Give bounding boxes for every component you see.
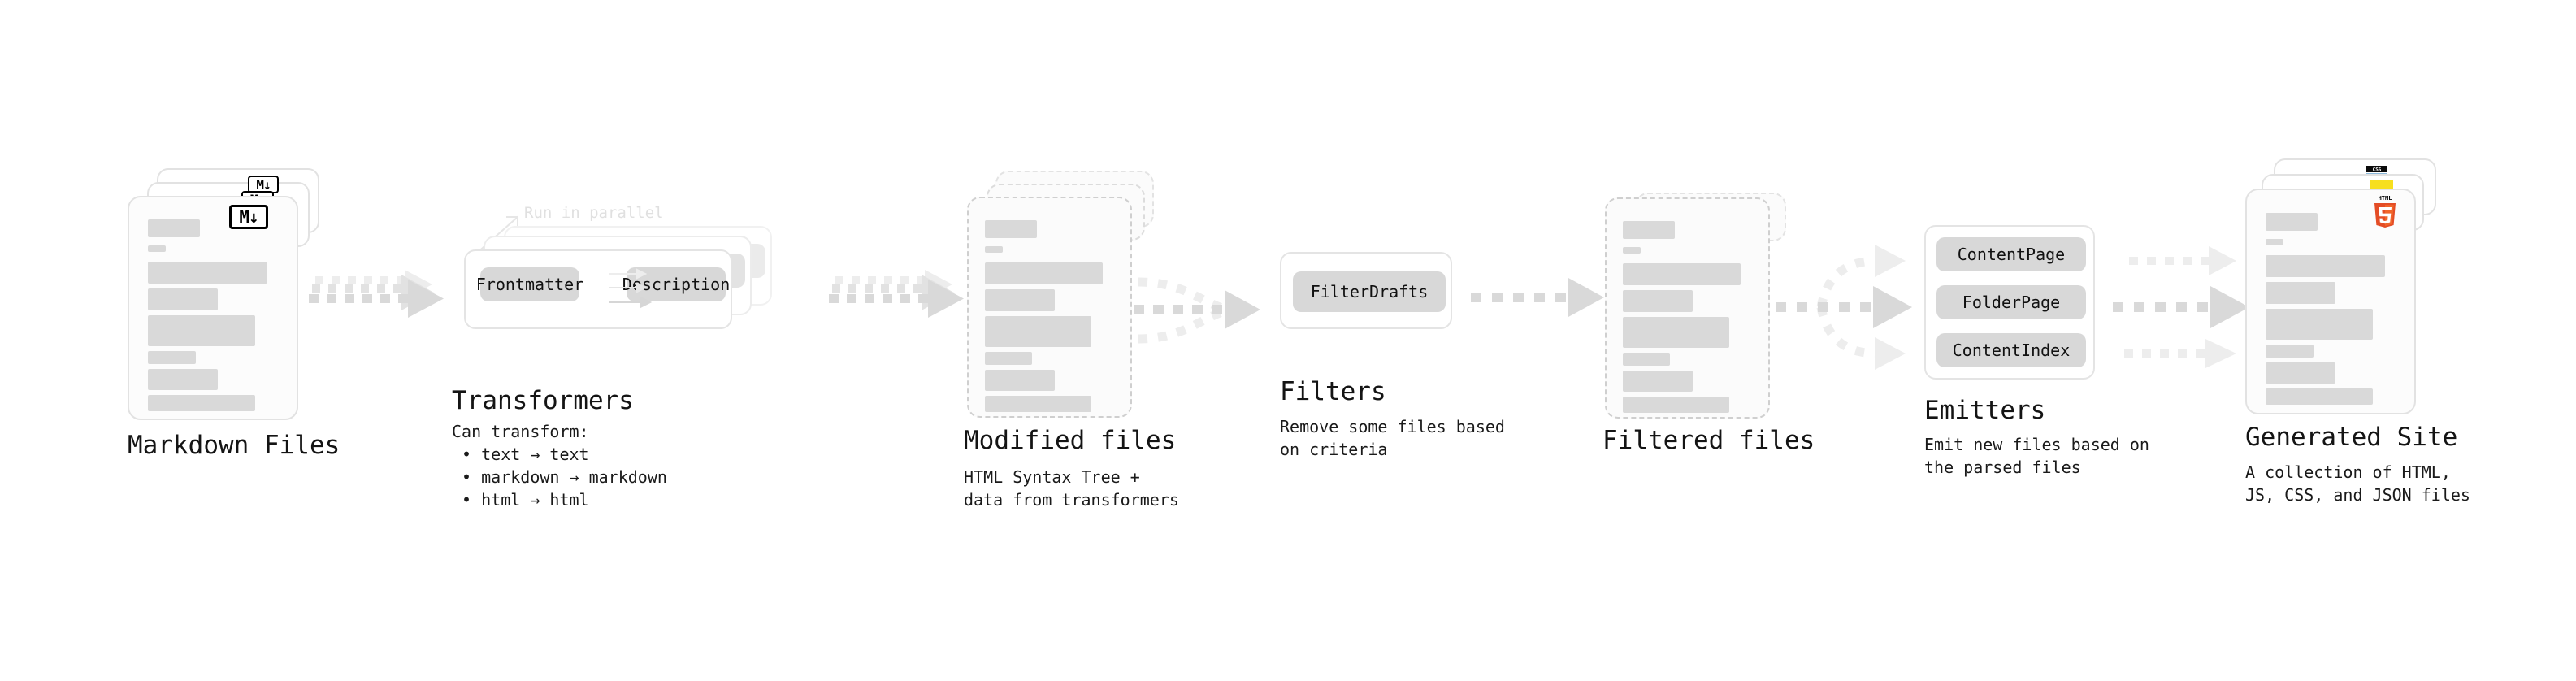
filters-panel: FilterDrafts [1280,252,1452,329]
chip-frontmatter[interactable]: Frontmatter [476,267,583,301]
doc-bar-title [1623,221,1675,239]
desc-generated-site: A collection of HTML, JS, CSS, and JSON … [2245,461,2470,506]
html5-icon: HTML [2371,193,2399,229]
doc-bar-6 [985,396,1091,412]
doc-bar-2 [148,288,218,310]
label-generated-site: Generated Site [2245,423,2458,452]
chip-filterdrafts[interactable]: FilterDrafts [1293,271,1446,312]
chip-contentindex[interactable]: ContentIndex [1936,333,2086,367]
doc-bar-4 [148,351,196,364]
arrow-markdown-to-transformers [309,270,444,318]
desc-transformers-text: Can transform: • text → text • markdown … [452,422,667,510]
label-modified-files: Modified files [964,426,1177,455]
arrow-transformers-to-modified [829,270,964,318]
desc-transformers: Can transform: • text → text • markdown … [452,420,667,511]
markdown-icon: M↓ [229,205,268,229]
doc-bar-4 [985,352,1032,365]
markdown-badge-text-back: M↓ [256,176,271,193]
desc-filters: Remove some files based on criteria [1280,415,1505,461]
doc-bar-2 [2266,282,2335,304]
filtered-card-front [1605,197,1770,419]
label-filters: Filters [1280,377,1386,406]
desc-modified-files-text: HTML Syntax Tree + data from transformer… [964,467,1179,510]
desc-filters-text: Remove some files based on criteria [1280,417,1505,459]
svg-text:CSS: CSS [2373,167,2382,173]
doc-bar-1 [148,262,267,284]
label-run-in-parallel: Run in parallel [524,204,664,222]
chip-folderpage[interactable]: FolderPage [1936,285,2086,319]
label-transformers: Transformers [452,386,634,415]
chip-contentpage[interactable]: ContentPage [1936,237,2086,271]
doc-bar-6 [1623,397,1729,413]
doc-bar-5 [148,369,218,390]
doc-bar-subtitle [148,245,166,252]
doc-bar-3 [148,315,255,346]
doc-bar-4 [2266,345,2314,358]
generated-card-front [2245,189,2416,414]
doc-bar-1 [985,262,1103,284]
label-markdown-files: Markdown Files [128,431,340,460]
doc-bar-4 [1623,353,1670,366]
desc-emitters-text: Emit new files based on the parsed files [1924,435,2149,477]
label-filtered-files: Filtered files [1602,426,1815,455]
doc-bar-1 [1623,263,1741,285]
arrow-emitters-to-generated [2113,246,2249,368]
desc-emitters: Emit new files based on the parsed files [1924,433,2149,479]
doc-bar-2 [985,289,1055,311]
doc-bar-2 [1623,290,1693,312]
doc-bar-title [985,220,1037,238]
markdown-badge-text: M↓ [239,207,258,227]
arrow-filtered-to-emitters [1776,245,1912,370]
modified-card-front [967,197,1132,418]
doc-bar-3 [1623,317,1729,348]
transformer-panel-front: Frontmatter Description [464,249,732,329]
doc-bar-3 [2266,309,2373,340]
doc-bar-subtitle [1623,247,1641,254]
doc-bar-5 [985,370,1055,391]
markdown-card-front [128,196,298,420]
doc-bar-5 [1623,371,1693,392]
arrow-modified-to-filters [1134,277,1260,344]
desc-generated-site-text: A collection of HTML, JS, CSS, and JSON … [2245,462,2470,505]
label-emitters: Emitters [1924,396,2046,425]
transformer-inner-arrows [609,268,653,309]
doc-bar-3 [985,316,1091,347]
doc-bar-subtitle [985,246,1003,253]
arrow-filters-to-filtered [1471,278,1604,317]
emitters-panel: ContentPage FolderPage ContentIndex [1924,225,2095,380]
doc-bar-subtitle [2266,239,2283,245]
svg-text:HTML: HTML [2379,195,2392,202]
doc-bar-1 [2266,255,2385,277]
doc-bar-5 [2266,362,2335,384]
doc-bar-title [2266,213,2318,231]
desc-modified-files: HTML Syntax Tree + data from transformer… [964,466,1179,511]
doc-bar-6 [148,395,255,411]
doc-bar-title [148,219,200,237]
doc-bar-6 [2266,388,2373,405]
